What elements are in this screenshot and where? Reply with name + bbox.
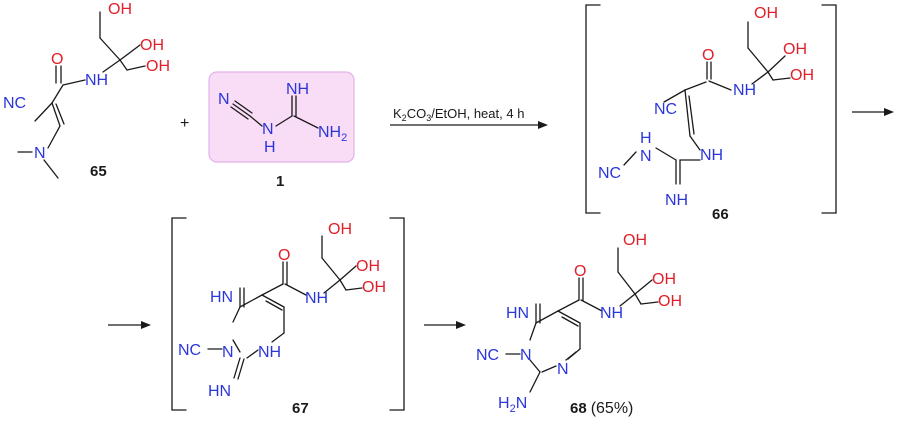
atom-hn: HN <box>210 289 233 306</box>
reaction-arrow-1: K2CO3/EtOH, heat, 4 h <box>390 106 548 129</box>
atom-oh: OH <box>328 221 352 238</box>
atom-nc: NC <box>178 342 201 359</box>
atom-h2n: H2N <box>498 395 527 415</box>
atom-oh: OH <box>754 5 778 22</box>
atom-n: N <box>520 347 532 364</box>
atom-n: N <box>34 145 46 162</box>
atom-o: O <box>702 47 714 64</box>
highlight-box <box>208 71 355 163</box>
atom-oh: OH <box>652 271 676 288</box>
atom-nh: NH <box>665 192 688 209</box>
reaction-arrow-3 <box>108 321 151 329</box>
compound-label-68: 68(65%) <box>570 400 633 417</box>
compound-number: 67 <box>292 400 309 417</box>
atom-nc: NC <box>476 347 499 364</box>
atom-hn: HN <box>506 305 529 322</box>
reaction-arrow-4 <box>424 321 466 329</box>
atom-n: N <box>262 121 274 138</box>
compound-number: 1 <box>276 173 284 190</box>
atom-o: O <box>51 51 63 68</box>
reaction-arrow-2 <box>852 108 894 116</box>
atom-oh: OH <box>623 232 647 249</box>
atom-oh: OH <box>140 37 164 54</box>
atom-nh: NH <box>258 344 281 361</box>
atom-nc: NC <box>598 165 621 182</box>
atom-h: H <box>640 130 652 147</box>
compound-number: 66 <box>712 206 729 223</box>
intermediate-66: OH OH OH O NH NC NH H N NC NH 66 <box>585 4 837 223</box>
atom-oh: OH <box>146 58 170 75</box>
atom-nh: NH <box>700 147 723 164</box>
atom-oh: OH <box>356 258 380 275</box>
reaction-conditions: K2CO3/EtOH, heat, 4 h <box>393 106 524 123</box>
atom-o: O <box>574 263 586 280</box>
atom-o: O <box>278 247 290 264</box>
atom-n: N <box>222 344 234 361</box>
atom-n: N <box>640 148 652 165</box>
atom-nc: NC <box>654 101 677 118</box>
atom-oh: OH <box>658 293 682 310</box>
atom-n: N <box>557 361 569 378</box>
atom-nc: NC <box>3 95 26 112</box>
atom-nh: NH <box>733 82 756 99</box>
atom-nh: NH <box>600 305 623 322</box>
atom-nh: NH <box>305 290 328 307</box>
atom-nh: NH <box>85 72 108 89</box>
atom-oh: OH <box>108 1 132 18</box>
product-68: OH OH OH O NH HN NC N N H2N 68(65%) <box>476 232 682 417</box>
intermediate-67: OH OH OH O NH HN NC N NH HN 67 <box>171 217 405 417</box>
compound-65: OH OH OH O NH NC N 65 <box>3 1 170 180</box>
plus-sign: + <box>180 115 189 132</box>
atom-hn: HN <box>208 383 231 400</box>
atom-oh: OH <box>362 279 386 296</box>
compound-number: 65 <box>90 163 107 180</box>
atom-h: H <box>264 139 276 156</box>
atom-oh: OH <box>783 41 807 58</box>
compound-1: N NH N H NH2 1 <box>208 71 355 190</box>
atom-oh: OH <box>790 67 814 84</box>
atom-n: N <box>218 91 230 108</box>
atom-nh2: NH2 <box>318 124 347 144</box>
atom-nh: NH <box>286 81 309 98</box>
